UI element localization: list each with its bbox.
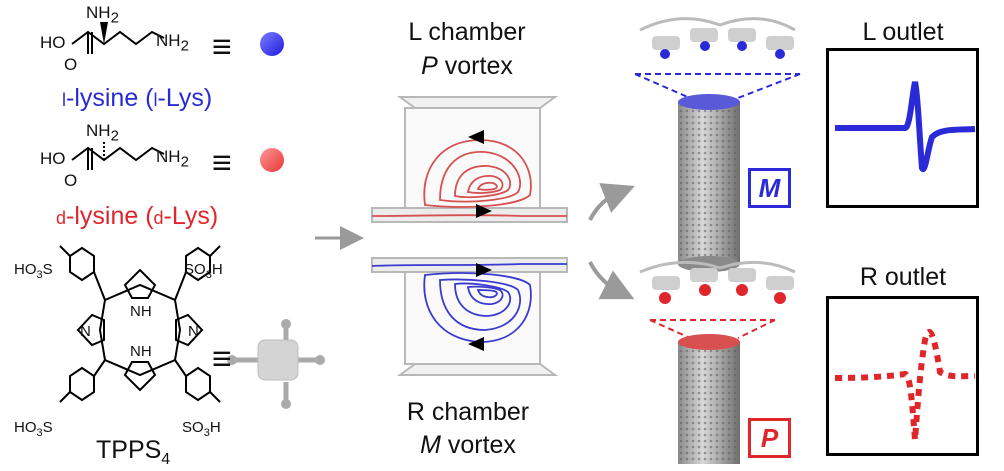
so3h-bottom-right: SO3H [182, 419, 221, 439]
l-outlet-title: L outlet [862, 18, 944, 46]
tpps4-label: TPPS4 [96, 436, 171, 468]
m-handedness-badge: M [748, 168, 791, 208]
pyrrole-nh-bottom: NH [130, 343, 152, 360]
l-lysine-side-nh2: NH2 [156, 31, 189, 55]
l-lysine-o: O [64, 55, 78, 74]
l-lysine-blue-sphere [260, 32, 284, 56]
l-lysine-ho: HO [40, 33, 66, 52]
m-porphyrin-stack [639, 17, 796, 59]
r-outlet-signal [834, 329, 976, 441]
tpps4-structure [59, 245, 221, 403]
l-lysine-label: l-lysine (l-Lys) [62, 84, 213, 112]
d-lysine-label: d-lysine (d-Lys) [56, 202, 219, 230]
r-chamber-label: R chamber [406, 398, 530, 426]
l-lysine-structure [71, 30, 165, 54]
p-vortex-label: P vortex [421, 52, 513, 80]
so3h-top-right: SO3H [184, 261, 223, 281]
r-outlet-box [826, 296, 979, 456]
d-lysine-structure [71, 140, 165, 170]
pyrrole-nh-top: NH [130, 303, 152, 320]
d-lysine-equiv: ≡ [212, 144, 232, 182]
p-zoom-lines [649, 319, 776, 339]
blue-vortex-streamlines [371, 263, 567, 343]
m-nanotube [678, 94, 740, 272]
m-zoom-lines [634, 73, 801, 99]
d-lysine-alpha-nh2: NH2 [86, 121, 119, 145]
l-outlet-box [826, 48, 979, 208]
d-lysine-o: O [64, 171, 78, 190]
arrow-to-m-nanotube [588, 183, 635, 221]
m-vortex-label: M vortex [420, 431, 516, 459]
d-lysine-side-nh2: NH2 [156, 147, 189, 171]
l-lysine-alpha-nh2: NH2 [86, 3, 119, 27]
blue-vortex-arrow-top [476, 263, 492, 277]
blue-vortex-arrow-bottom [468, 337, 484, 351]
pyrrole-n-left: N [80, 323, 91, 340]
p-handedness-badge: P [748, 418, 791, 458]
red-vortex-arrow-bottom [476, 204, 492, 218]
arrow-to-p-nanotube [588, 261, 635, 300]
l-outlet-signal [834, 81, 976, 173]
r-outlet-title: R outlet [859, 263, 947, 291]
l-chamber-label: L chamber [408, 18, 526, 46]
l-lysine-equiv: ≡ [212, 28, 232, 66]
d-lysine-red-sphere [260, 148, 284, 172]
red-vortex-arrow-top [468, 130, 484, 144]
porphyrin-equiv: ≡ [212, 340, 232, 378]
l-lysine-wedge [100, 22, 108, 44]
pyrrole-n-right: N [188, 323, 199, 340]
d-lysine-ho: HO [40, 149, 66, 168]
p-nanotube [678, 334, 740, 464]
porphyrin-cartoon [227, 319, 325, 409]
so3h-bottom-left: HO3S [14, 419, 53, 439]
so3h-top-left: HO3S [14, 261, 53, 281]
microfluidic-device [371, 96, 568, 376]
p-porphyrin-stack [639, 260, 796, 304]
red-vortex-streamlines [371, 139, 567, 217]
